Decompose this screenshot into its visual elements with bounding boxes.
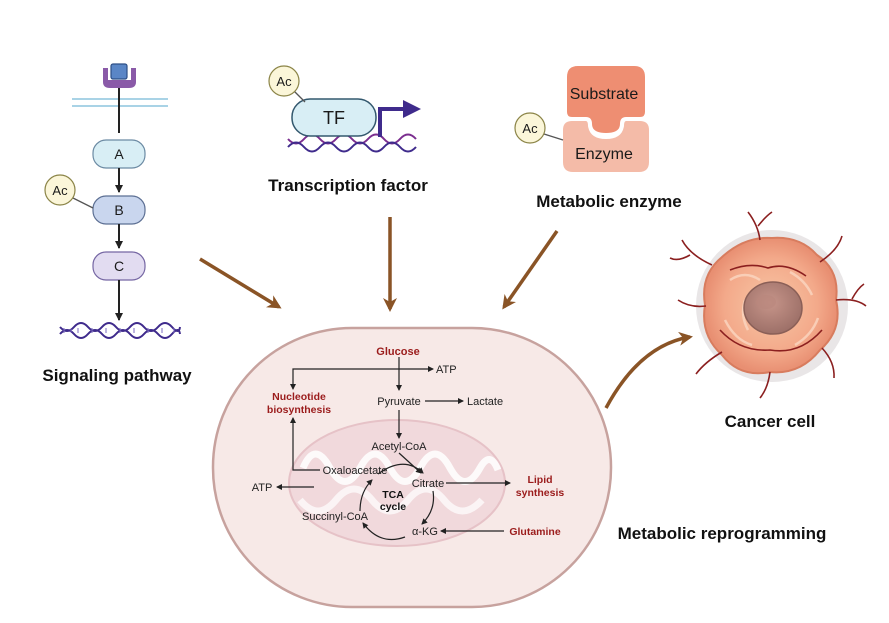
pathway-arrows: [276, 357, 511, 541]
glucose-label: Glucose: [376, 346, 419, 358]
node-c-label: C: [114, 258, 124, 274]
akg-label: α-KG: [412, 526, 438, 538]
acetyl-coa-label: Acetyl-CoA: [371, 441, 427, 453]
metabolic-enzyme: Substrate Enzyme Ac Metabolic enzyme: [514, 66, 682, 211]
arrow-cell-to-cancer: [604, 331, 693, 409]
arrow-enzyme-to-cell: [502, 229, 559, 310]
tf-dna-icon: [287, 133, 417, 153]
promoter-arrow-icon: [378, 100, 421, 137]
acetyl-badge-enzyme: Ac: [514, 112, 546, 144]
node-b: B: [92, 195, 146, 225]
tca-label-1: TCA: [382, 489, 404, 501]
signaling-pathway: A B Ac C: [42, 63, 192, 385]
nucleus: [743, 281, 803, 335]
ac-label-tf: Ac: [276, 74, 292, 89]
mitochondrion-icon: [288, 419, 506, 547]
node-c: C: [92, 251, 146, 281]
cancer-cell-title: Cancer cell: [725, 412, 816, 431]
lipid-label-2: synthesis: [516, 487, 565, 499]
enzyme-shape: Enzyme: [563, 121, 649, 172]
dna-helix-icon: [59, 322, 181, 339]
tf-protein: TF: [291, 98, 377, 137]
citrate-label: Citrate: [412, 478, 444, 490]
signaling-title: Signaling pathway: [42, 366, 192, 385]
enzyme-label: Enzyme: [575, 146, 633, 163]
succinyl-coa-label: Succinyl-CoA: [302, 511, 369, 523]
lipid-label-1: Lipid: [527, 474, 552, 486]
node-a: A: [92, 139, 146, 169]
nucleotide-label-1: Nucleotide: [272, 391, 326, 403]
ac-label-signaling: Ac: [52, 183, 68, 198]
cancer-cell-icon: Cancer cell: [669, 211, 867, 431]
substrate-label: Substrate: [570, 86, 639, 103]
acetyl-badge-signaling: Ac: [44, 174, 76, 206]
acetyl-badge-tf: Ac: [268, 65, 300, 97]
pyruvate-label: Pyruvate: [377, 396, 420, 408]
oxaloacetate-label: Oxaloacetate: [323, 465, 388, 477]
transcription-title: Transcription factor: [268, 176, 428, 195]
nucleotide-label-2: biosynthesis: [267, 404, 331, 416]
substrate-shape: Substrate: [567, 66, 645, 133]
arrow-signaling-to-cell: [199, 257, 282, 309]
node-a-label: A: [114, 146, 124, 162]
converging-arrows: [199, 217, 693, 409]
cell: Glucose ATP Pyruvate Lactate Nucleotide …: [211, 326, 613, 609]
tca-label-2: cycle: [380, 501, 406, 513]
transcription-factor: TF Ac Transcription factor: [268, 65, 428, 195]
enzyme-title: Metabolic enzyme: [536, 192, 682, 211]
node-b-label: B: [114, 202, 123, 218]
receptor-icon: [103, 63, 136, 133]
reprogramming-title: Metabolic reprogramming: [618, 524, 827, 543]
tf-label: TF: [323, 108, 345, 128]
lactate-label: Lactate: [467, 396, 503, 408]
atp-left-label: ATP: [252, 482, 273, 494]
glutamine-label: Glutamine: [509, 526, 561, 538]
metabolite-labels: Glucose ATP Pyruvate Lactate Nucleotide …: [252, 346, 565, 538]
ac-label-enzyme: Ac: [522, 121, 538, 136]
atp-top-label: ATP: [436, 364, 457, 376]
